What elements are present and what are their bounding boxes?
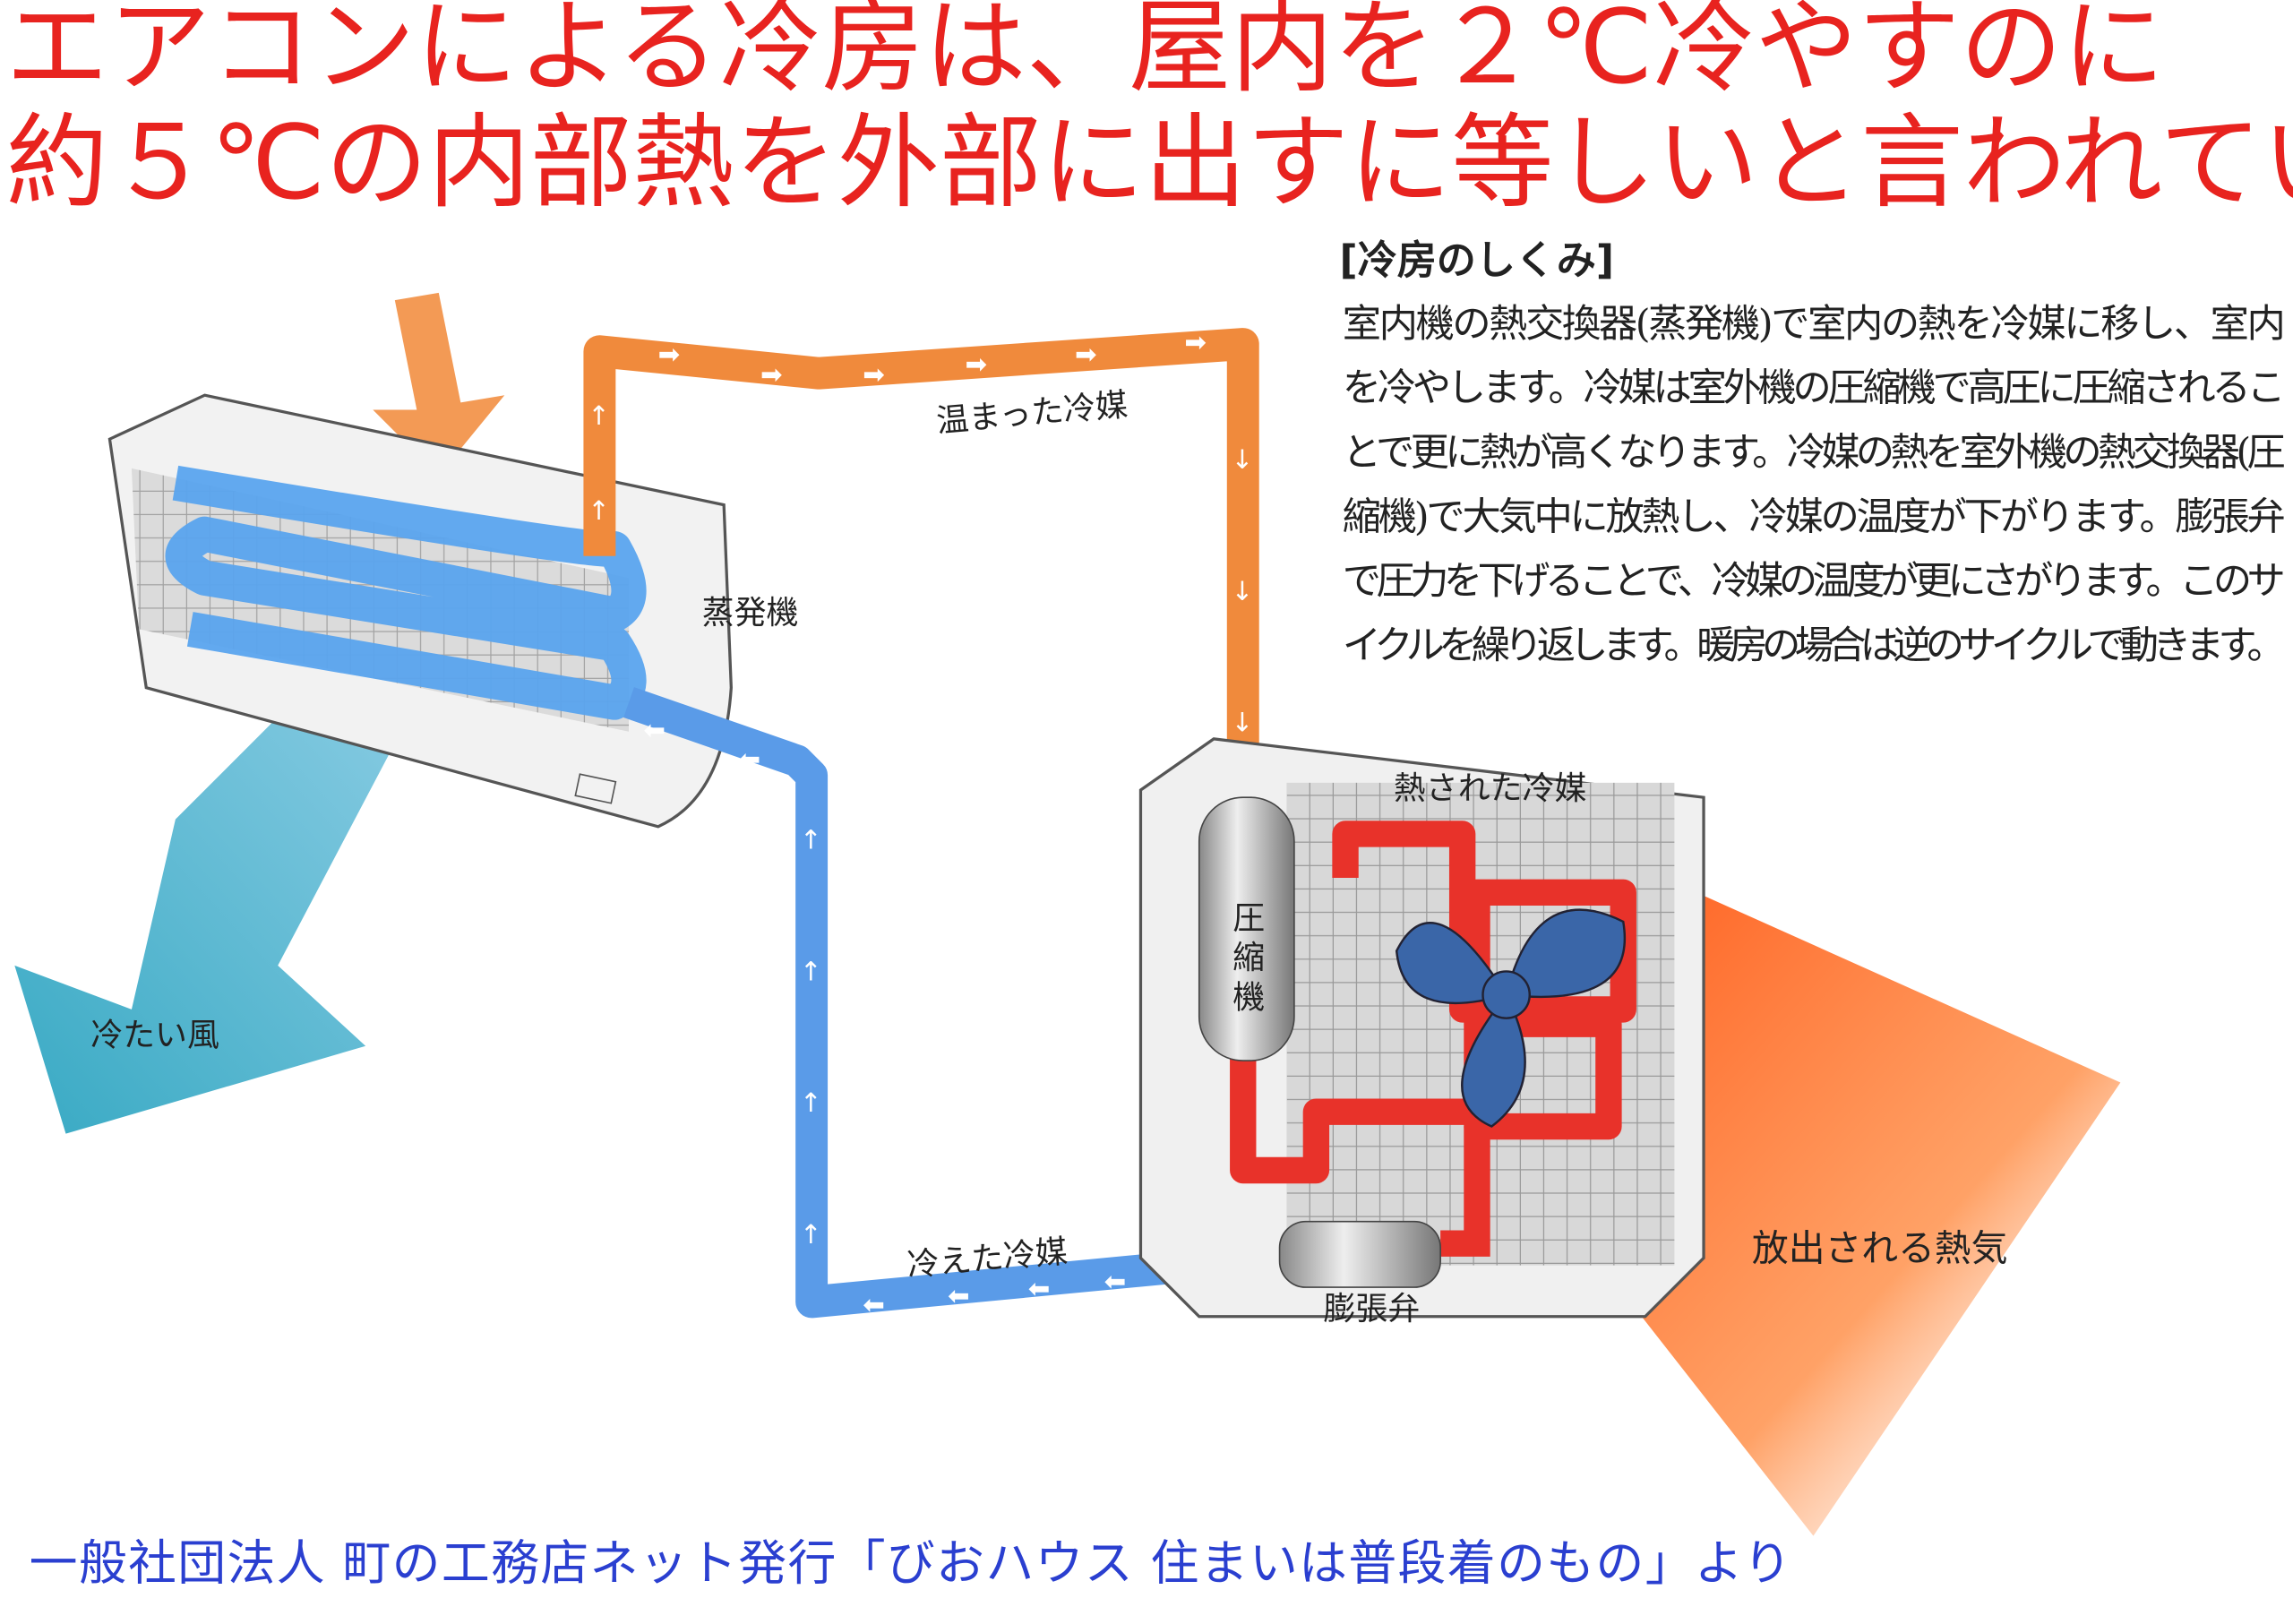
cooled-refrigerant-pipe xyxy=(623,687,1275,1319)
explanation-line: 室内機の熱交換器(蒸発機)で室内の熱を冷媒に移し、室内 xyxy=(1343,302,2286,347)
fan-icon xyxy=(1395,908,1626,1128)
label-compressor-2: 縮 xyxy=(1232,940,1265,976)
svg-text:↑: ↑ xyxy=(800,824,822,855)
svg-text:⬅: ⬅ xyxy=(738,744,760,775)
label-released-heat: 放出される熱気 xyxy=(1752,1227,2008,1270)
label-cold-air: 冷たい風 xyxy=(90,1018,219,1054)
cold-air-arrow xyxy=(14,687,425,1134)
svg-text:↑: ↑ xyxy=(588,495,610,526)
outdoor-unit xyxy=(1138,737,1705,1319)
svg-text:➡: ➡ xyxy=(760,359,783,390)
hot-refrigerant-coil xyxy=(1230,821,1636,1184)
label-compressor-1: 圧 xyxy=(1232,900,1265,937)
intake-air-arrow xyxy=(373,292,505,476)
svg-text:↓: ↓ xyxy=(1232,708,1254,738)
svg-text:➡: ➡ xyxy=(1075,339,1097,369)
explanation-heading: [冷房のしくみ] xyxy=(1340,238,1615,284)
title-line-1: エアコンによる冷房は、屋内を２℃冷やすのに xyxy=(6,0,2165,107)
svg-text:⬅: ⬅ xyxy=(643,715,666,745)
compressor xyxy=(1198,796,1295,1061)
svg-text:↑: ↑ xyxy=(800,1219,822,1250)
source-credit: 一般社団法人 町の工務店ネット発行「びおハウス 住まいは普段着のもの」より xyxy=(30,1535,1791,1592)
label-expansion-valve: 膨張弁 xyxy=(1324,1291,1421,1328)
svg-text:↓: ↓ xyxy=(1232,576,1254,606)
flow-arrows-warm: ↑ ↑ ➡ ➡ ➡ ➡ ➡ ➡ ↓ ↓ ↓ xyxy=(588,327,1253,737)
title-line-2: 約５℃の内部熱を外部に出すに等しいと言われている xyxy=(6,103,2293,222)
label-evaporator: 蒸発機 xyxy=(702,595,799,632)
label-heated-refrigerant: 熱された冷媒 xyxy=(1394,770,1586,807)
svg-text:↑: ↑ xyxy=(588,400,610,431)
svg-text:↑: ↑ xyxy=(800,1087,822,1118)
flow-arrows-cold: ⬅ ⬅ ↑ ↑ ↑ ↑ ⬅ ⬅ ⬅ ⬅ xyxy=(643,715,1126,1320)
explanation-body: 室内機の熱交換器(蒸発機)で室内の熱を冷媒に移し、室内 を冷やします。冷媒は室外… xyxy=(1343,302,2286,668)
expansion-valve xyxy=(1278,1220,1441,1288)
warm-refrigerant-pipe xyxy=(583,328,1259,820)
label-compressor-3: 機 xyxy=(1232,979,1265,1016)
svg-text:➡: ➡ xyxy=(966,349,988,380)
svg-text:➡: ➡ xyxy=(1184,327,1207,357)
svg-text:↑: ↑ xyxy=(800,956,822,986)
explanation-line: イクルを繰り返します。暖房の場合は逆のサイクルで動きます。 xyxy=(1343,623,2286,668)
indoor-unit xyxy=(107,393,733,829)
svg-text:⬅: ⬅ xyxy=(863,1290,885,1320)
svg-text:⬅: ⬅ xyxy=(948,1281,970,1311)
explanation-line: を冷やします。冷媒は室外機の圧縮機で高圧に圧縮されるこ xyxy=(1343,366,2286,411)
label-warm-refrigerant: 温まった冷媒 xyxy=(935,387,1129,440)
explanation-line: とで更に熱が高くなります。冷媒の熱を室外機の熱交換器(圧 xyxy=(1343,431,2286,476)
explanation-line: で圧力を下げることで、冷媒の温度が更にさがります。このサ xyxy=(1343,559,2286,604)
svg-text:➡: ➡ xyxy=(658,339,681,369)
explanation-line: 縮機)で大気中に放熱し、冷媒の温度が下がります。膨張弁 xyxy=(1343,494,2286,539)
svg-text:➡: ➡ xyxy=(863,359,885,390)
svg-text:⬅: ⬅ xyxy=(1104,1266,1127,1296)
svg-text:⬅: ⬅ xyxy=(1028,1274,1051,1304)
svg-text:↓: ↓ xyxy=(1232,444,1254,475)
